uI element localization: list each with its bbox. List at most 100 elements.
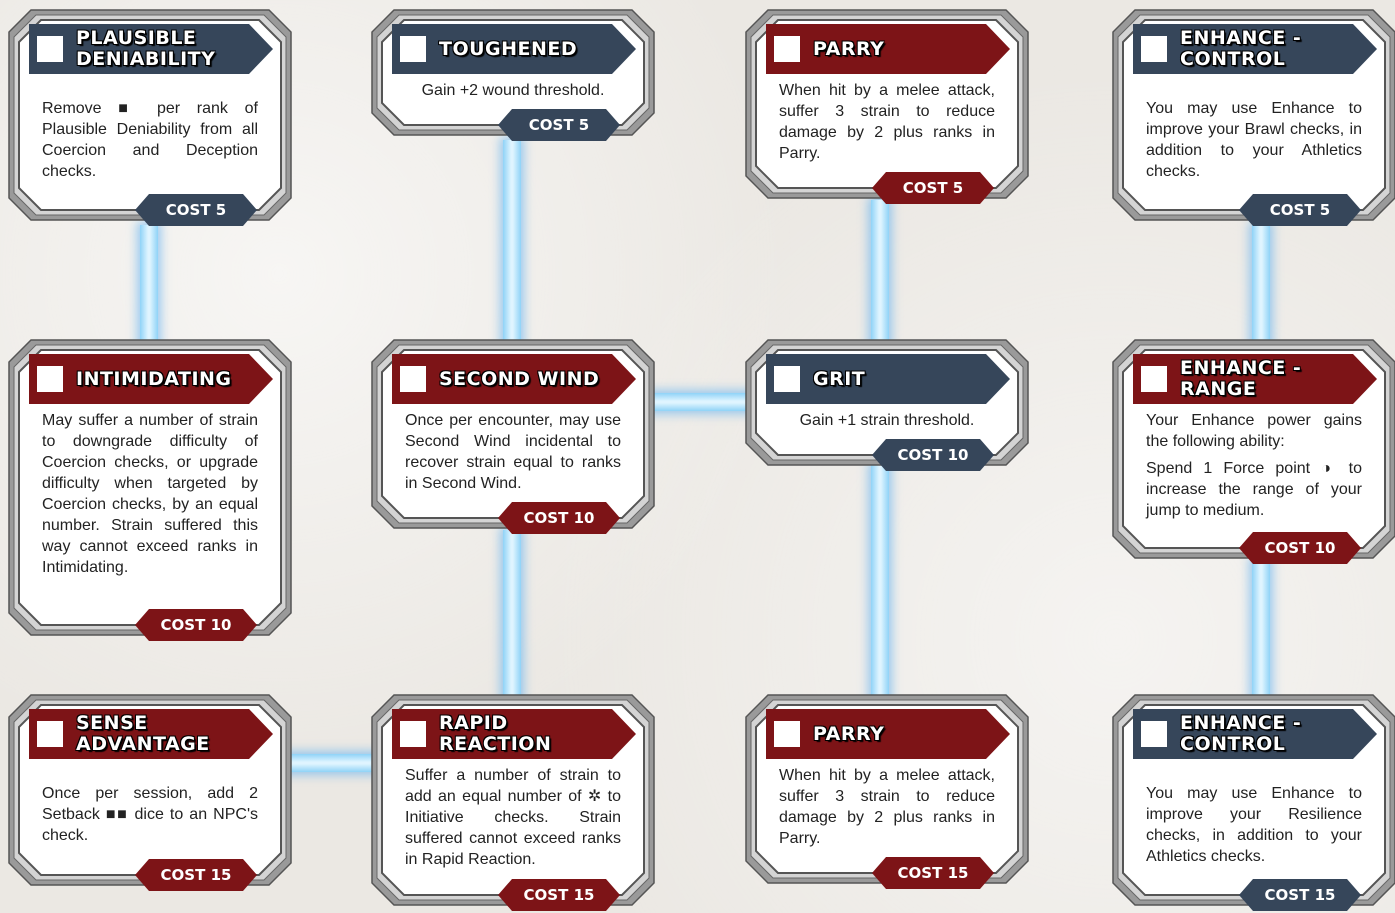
cost-label: COST 15 xyxy=(523,886,595,904)
talent-description: Once per encounter, may use Second Wind … xyxy=(405,410,621,500)
cost-tab: COST 5 xyxy=(1239,194,1361,226)
connector-c9-c10 xyxy=(280,754,390,772)
card-header: RAPID REACTION xyxy=(392,709,656,759)
rank-checkbox[interactable] xyxy=(1141,36,1167,62)
talent-title: GRIT xyxy=(813,367,866,390)
rank-checkbox[interactable] xyxy=(774,721,800,747)
cost-label: COST 5 xyxy=(902,179,964,197)
rank-checkbox[interactable] xyxy=(1141,721,1167,747)
description-paragraph: Suffer a number of strain to add an equa… xyxy=(405,767,621,868)
cost-label: COST 15 xyxy=(160,866,232,884)
rank-checkbox[interactable] xyxy=(774,366,800,392)
talent-title: SENSE ADVANTAGE xyxy=(76,712,210,755)
cost-label: COST 5 xyxy=(1269,201,1331,219)
connector-c2-c6 xyxy=(503,140,521,350)
talent-description: Your Enhance power gains the following a… xyxy=(1146,410,1362,527)
card-header: SECOND WIND xyxy=(392,354,656,404)
rank-checkbox[interactable] xyxy=(37,721,63,747)
talent-card[interactable]: ENHANCE - CONTROL You may use Enhance to … xyxy=(1112,9,1395,226)
rank-checkbox[interactable] xyxy=(774,36,800,62)
description-paragraph: When hit by a melee attack, suffer 3 str… xyxy=(779,82,995,162)
description-paragraph: Once per encounter, may use Second Wind … xyxy=(405,412,621,492)
description-paragraph: Once per session, add 2 Setback ■■ dice … xyxy=(42,785,258,844)
connector-c3-c7 xyxy=(871,200,889,350)
talent-card[interactable]: GRIT Gain +1 strain threshold. COST 10 xyxy=(745,339,1030,471)
talent-title: TOUGHENED xyxy=(439,37,578,60)
rank-checkbox[interactable] xyxy=(37,36,63,62)
talent-description: When hit by a melee attack, suffer 3 str… xyxy=(779,80,995,170)
talent-title: PARRY xyxy=(813,37,885,60)
talent-description: Gain +2 wound threshold. xyxy=(405,80,621,107)
card-header: ENHANCE - CONTROL xyxy=(1133,24,1395,74)
card-header: PARRY xyxy=(766,24,1030,74)
cost-tab: COST 15 xyxy=(1239,879,1361,911)
description-paragraph: You may use Enhance to improve your Braw… xyxy=(1146,100,1362,180)
talent-card[interactable]: ENHANCE - RANGE Your Enhance power gains … xyxy=(1112,339,1395,564)
card-frame xyxy=(8,339,292,636)
cost-tab: COST 10 xyxy=(872,439,994,471)
cost-label: COST 10 xyxy=(897,446,969,464)
talent-card[interactable]: PARRY When hit by a melee attack, suffer … xyxy=(745,9,1030,204)
talent-card[interactable]: PLAUSIBLE DENIABILITY Remove ■ per rank o… xyxy=(8,9,292,226)
talent-card[interactable]: RAPID REACTION Suffer a number of strain … xyxy=(371,694,656,911)
talent-card[interactable]: PARRY When hit by a melee attack, suffer … xyxy=(745,694,1030,889)
cost-tab: COST 15 xyxy=(498,879,620,911)
cost-tab: COST 15 xyxy=(872,857,994,889)
cost-tab: COST 15 xyxy=(135,859,257,891)
talent-description: Remove ■ per rank of Plausible Deniabili… xyxy=(42,98,258,188)
talent-title: SECOND WIND xyxy=(439,367,600,390)
description-paragraph: Gain +2 wound threshold. xyxy=(421,82,605,99)
cost-tab: COST 5 xyxy=(498,109,620,141)
talent-card[interactable]: SENSE ADVANTAGE Once per session, add 2 S… xyxy=(8,694,293,891)
talent-description: Gain +1 strain threshold. xyxy=(779,410,995,437)
cost-label: COST 5 xyxy=(165,201,227,219)
talent-description: May suffer a number of strain to downgra… xyxy=(42,410,258,584)
rank-checkbox[interactable] xyxy=(37,366,63,392)
talent-title: PLAUSIBLE DENIABILITY xyxy=(76,27,216,70)
connector-c7-c11 xyxy=(871,465,889,710)
talent-title: PARRY xyxy=(813,722,885,745)
talent-description: You may use Enhance to improve your Braw… xyxy=(1146,98,1362,188)
talent-description: Suffer a number of strain to add an equa… xyxy=(405,765,621,876)
cost-tab: COST 10 xyxy=(498,502,620,534)
card-header: ENHANCE - RANGE xyxy=(1133,354,1395,404)
connector-c4-c8 xyxy=(1252,225,1270,350)
description-paragraph: When hit by a melee attack, suffer 3 str… xyxy=(779,767,995,847)
talent-title: RAPID REACTION xyxy=(439,712,552,755)
description-paragraph: Your Enhance power gains the following a… xyxy=(1146,412,1362,450)
cost-label: COST 15 xyxy=(897,864,969,882)
cost-label: COST 15 xyxy=(1264,886,1336,904)
rank-checkbox[interactable] xyxy=(400,36,426,62)
description-paragraph: You may use Enhance to improve your Resi… xyxy=(1146,785,1362,865)
cost-label: COST 5 xyxy=(528,116,590,134)
rank-checkbox[interactable] xyxy=(400,721,426,747)
talent-title: ENHANCE - CONTROL xyxy=(1180,27,1302,70)
talent-description: Once per session, add 2 Setback ■■ dice … xyxy=(42,783,258,852)
card-header: INTIMIDATING xyxy=(29,354,293,404)
rank-checkbox[interactable] xyxy=(400,366,426,392)
talent-title: INTIMIDATING xyxy=(76,367,232,390)
connector-c6-c7 xyxy=(648,393,758,411)
card-header: ENHANCE - CONTROL xyxy=(1133,709,1395,759)
rank-checkbox[interactable] xyxy=(1141,366,1167,392)
talent-title: ENHANCE - RANGE xyxy=(1180,357,1302,400)
card-header: TOUGHENED xyxy=(392,24,656,74)
cost-tab: COST 10 xyxy=(135,609,257,641)
description-paragraph: Spend 1 Force point ◑ to increase the ra… xyxy=(1146,460,1362,519)
connector-c8-c12 xyxy=(1252,560,1270,710)
talent-card[interactable]: TOUGHENED Gain +2 wound threshold. COST 5 xyxy=(371,9,656,141)
card-header: PARRY xyxy=(766,709,1030,759)
card-header: SENSE ADVANTAGE xyxy=(29,709,293,759)
description-paragraph: May suffer a number of strain to downgra… xyxy=(42,412,258,576)
description-paragraph: Gain +1 strain threshold. xyxy=(799,412,975,429)
talent-description: You may use Enhance to improve your Resi… xyxy=(1146,783,1362,873)
talent-description: When hit by a melee attack, suffer 3 str… xyxy=(779,765,995,855)
cost-tab: COST 10 xyxy=(1239,532,1361,564)
description-paragraph: Remove ■ per rank of Plausible Deniabili… xyxy=(42,100,258,180)
talent-card[interactable]: INTIMIDATING May suffer a number of strai… xyxy=(8,339,293,641)
card-header: GRIT xyxy=(766,354,1030,404)
cost-label: COST 10 xyxy=(1264,539,1336,557)
cost-label: COST 10 xyxy=(160,616,232,634)
talent-card[interactable]: ENHANCE - CONTROL You may use Enhance to … xyxy=(1112,694,1395,911)
talent-card[interactable]: SECOND WIND Once per encounter, may use S… xyxy=(371,339,656,534)
